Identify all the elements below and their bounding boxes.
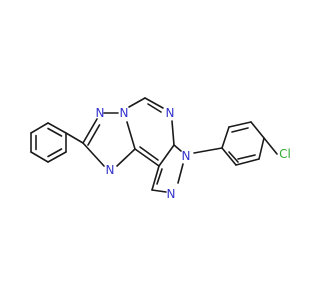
bond	[177, 163, 184, 184]
bond	[116, 148, 136, 167]
atom-label-n-pyrimidine: N	[166, 106, 175, 120]
bond	[82, 142, 105, 167]
bond	[139, 146, 159, 161]
bond	[221, 147, 237, 166]
bond	[158, 144, 175, 167]
bond	[156, 168, 163, 185]
bond	[147, 103, 162, 113]
bond	[231, 127, 249, 133]
bond	[263, 137, 278, 155]
bond	[30, 122, 49, 134]
bond	[151, 165, 160, 191]
bond	[87, 124, 101, 146]
bond	[228, 121, 252, 128]
bond	[47, 148, 63, 158]
atom-labels: N N N N N N Cl	[96, 106, 291, 201]
bond	[228, 151, 239, 163]
bond	[193, 147, 223, 154]
bond	[235, 158, 260, 166]
bond	[144, 97, 164, 109]
bond	[237, 154, 256, 160]
atom-label-chlorine: Cl	[279, 147, 291, 161]
bond	[47, 127, 63, 137]
bond	[30, 151, 49, 163]
bond	[65, 132, 84, 144]
bond	[221, 126, 230, 149]
bond	[134, 148, 160, 167]
bond	[151, 189, 167, 193]
bond	[126, 121, 136, 150]
bond	[47, 122, 67, 134]
background	[0, 0, 300, 300]
atom-label-n-triazole-top: N	[96, 106, 105, 120]
bond	[250, 121, 265, 139]
bond	[258, 137, 265, 160]
atom-label-n-pyrazole-2: N	[167, 187, 176, 201]
bond	[82, 118, 98, 144]
atom-label-n-triazole-bottom: N	[106, 163, 115, 177]
bond	[128, 97, 146, 108]
bond	[47, 151, 67, 163]
atom-label-n-pyrazole-1: N	[182, 149, 191, 163]
molecule-canvas: N N N N N N Cl	[0, 0, 300, 300]
structure-diagram: N N N N N N Cl	[0, 0, 300, 300]
bond	[171, 120, 175, 146]
bond	[173, 144, 182, 152]
bonds	[30, 97, 278, 193]
atom-label-n-bridgehead: N	[120, 106, 129, 120]
